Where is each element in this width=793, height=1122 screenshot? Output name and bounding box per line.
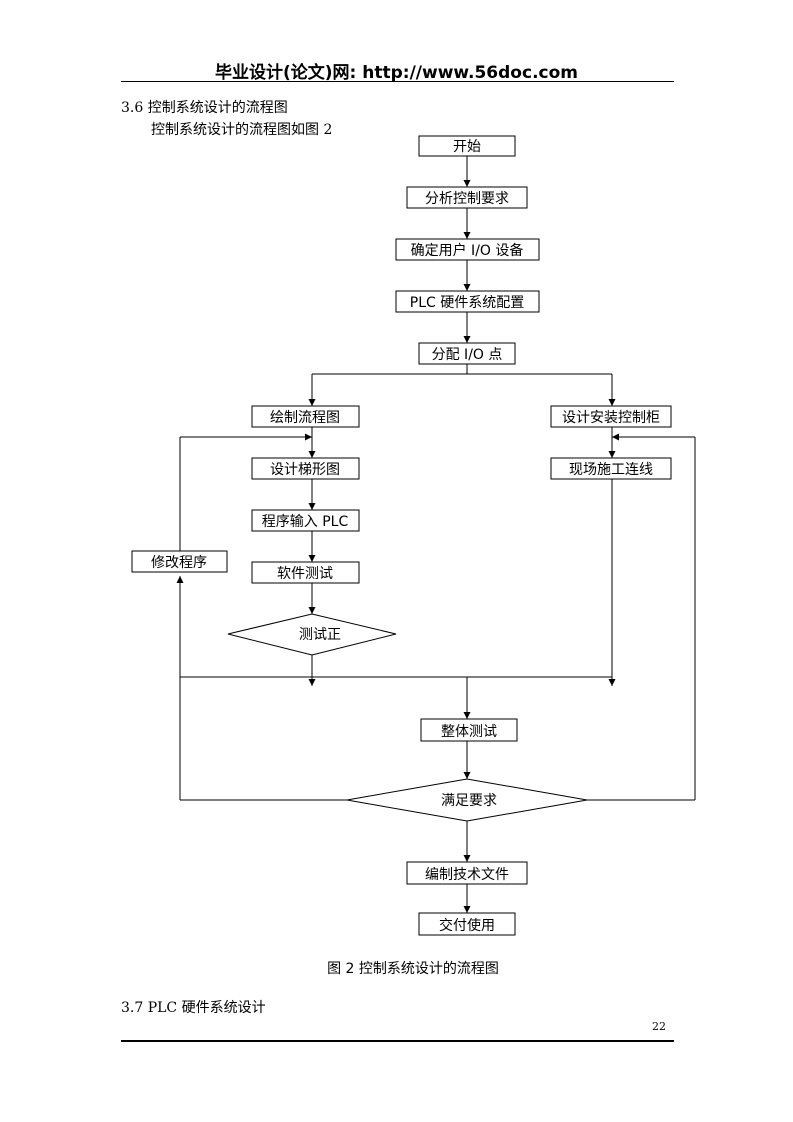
node-plc-hardware: PLC 硬件系统配置 [395, 290, 540, 313]
node-overall-test: 整体测试 [420, 718, 518, 742]
svg-text:分析控制要求: 分析控制要求 [425, 191, 509, 207]
node-io-devices: 确定用户 I/O 设备 [395, 238, 540, 261]
svg-text:软件测试: 软件测试 [277, 566, 333, 582]
page-number: 22 [652, 1020, 666, 1033]
figure-caption: 图 2 控制系统设计的流程图 [327, 961, 499, 977]
svg-text:编制技术文件: 编制技术文件 [425, 867, 509, 883]
node-software-test: 软件测试 [251, 561, 360, 584]
section-intro-text: 控制系统设计的流程图如图 2 [151, 122, 333, 138]
svg-text:满足要求: 满足要求 [441, 793, 497, 809]
svg-text:程序输入 PLC: 程序输入 PLC [262, 514, 349, 530]
flow-connectors [176, 156, 696, 913]
footer-rule [121, 1040, 674, 1042]
node-design-cabinet: 设计安装控制柜 [550, 405, 672, 428]
svg-text:确定用户 I/O 设备: 确定用户 I/O 设备 [411, 242, 524, 259]
node-draw-flowchart: 绘制流程图 [251, 405, 360, 428]
node-test-ok-decision: 测试正 [227, 613, 397, 656]
svg-text:交付使用: 交付使用 [439, 917, 495, 934]
section-heading-3-7: 3.7 PLC 硬件系统设计 [121, 1000, 266, 1016]
svg-text:设计安装控制柜: 设计安装控制柜 [562, 410, 660, 426]
svg-text:绘制流程图: 绘制流程图 [270, 410, 340, 426]
node-deliver: 交付使用 [418, 912, 516, 936]
svg-text:修改程序: 修改程序 [151, 555, 207, 571]
svg-text:开始: 开始 [453, 139, 481, 155]
node-design-ladder: 设计梯形图 [251, 457, 360, 480]
node-modify-program: 修改程序 [131, 550, 228, 573]
node-start: 开始 [418, 135, 516, 157]
node-field-wiring: 现场施工连线 [550, 457, 672, 480]
svg-text:设计梯形图: 设计梯形图 [270, 462, 340, 478]
node-meets-requirements-decision: 满足要求 [346, 778, 588, 822]
header-rule [121, 81, 674, 82]
svg-text:测试正: 测试正 [299, 627, 341, 643]
page-header-title: 毕业设计(论文)网: http://www.56doc.com [215, 63, 578, 83]
svg-text:PLC 硬件系统配置: PLC 硬件系统配置 [410, 295, 524, 311]
node-assign-io: 分配 I/O 点 [418, 342, 516, 365]
node-technical-docs: 编制技术文件 [406, 861, 528, 885]
section-heading-3-6: 3.6 控制系统设计的流程图 [121, 100, 288, 116]
svg-text:分配 I/O 点: 分配 I/O 点 [432, 347, 503, 363]
node-analyze-requirements: 分析控制要求 [406, 186, 528, 209]
svg-text:现场施工连线: 现场施工连线 [569, 462, 653, 478]
svg-text:整体测试: 整体测试 [441, 724, 497, 740]
node-input-plc: 程序输入 PLC [251, 509, 360, 532]
